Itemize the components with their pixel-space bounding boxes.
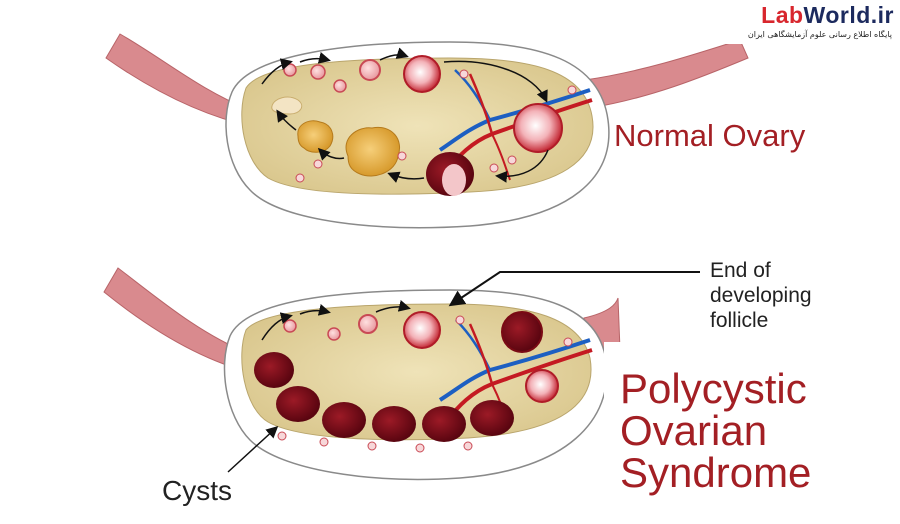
artery-branch (468, 323, 494, 385)
stroma-follicle (489, 163, 499, 173)
follicle-pointer-line (448, 271, 700, 307)
pcos-label: Polycystic Ovarian Syndrome (620, 368, 811, 494)
stroma-follicle (507, 155, 517, 165)
primordial-follicle (283, 319, 297, 333)
arrested-follicle (501, 311, 543, 353)
stroma-follicle (463, 441, 473, 451)
follicle-label-line: developing (710, 284, 812, 307)
ovulation-opening (442, 164, 466, 196)
cycle-arrow (379, 47, 409, 61)
primordial-follicle (283, 63, 297, 77)
cycle-arrow (495, 149, 549, 183)
cyst (322, 402, 366, 438)
stroma-follicle (459, 69, 469, 79)
cyst (254, 352, 294, 388)
pcos-label-line: Polycystic (620, 365, 807, 412)
pcos-label-line: Syndrome (620, 449, 812, 496)
corpus-luteum (297, 120, 334, 153)
cycle-arrow (375, 299, 411, 313)
primordial-follicle (333, 79, 347, 93)
cycle-arrow (261, 312, 293, 341)
cyst (470, 400, 514, 436)
cycle-arrow (261, 58, 293, 85)
cycle-arrow (387, 171, 425, 183)
corpus-albicans (271, 96, 303, 115)
logo-wordmark: LabWorld.ir (761, 2, 894, 29)
growing-follicle (403, 55, 441, 93)
artery (444, 348, 593, 424)
growing-follicle (358, 314, 378, 334)
vein (438, 338, 591, 402)
stroma-follicle (295, 173, 305, 183)
stroma-follicle (397, 151, 407, 161)
logo-tagline: پایگاه اطلاع رسانی علوم آزمایشگاهی ایران (747, 30, 892, 39)
primordial-follicle (327, 327, 341, 341)
corpus-luteum (345, 126, 400, 177)
stroma-follicle (567, 85, 577, 95)
stroma-follicle (455, 315, 465, 325)
cycle-arrow (276, 109, 297, 131)
end-of-developing-follicle-label: End of developing follicle (710, 258, 812, 333)
stroma-follicle (563, 337, 573, 347)
cycle-arrow (299, 51, 331, 64)
arrested-follicle (403, 311, 441, 349)
logo-brand-part1: Lab (761, 2, 804, 28)
growing-follicle (359, 59, 381, 81)
normal-ovary (105, 33, 749, 229)
pcos-ovary (103, 267, 621, 481)
cyst (276, 386, 320, 422)
cysts-pointer-line (227, 425, 279, 473)
stroma-follicle (367, 441, 377, 451)
cycle-arrow (443, 60, 548, 103)
stroma-follicle (277, 431, 287, 441)
normal-ovary-label: Normal Ovary (614, 118, 806, 153)
vein (438, 88, 591, 152)
mature-follicle (513, 103, 563, 153)
pcos-label-line: Ovarian (620, 407, 768, 454)
primordial-follicle (310, 64, 326, 80)
cycle-arrow (299, 303, 331, 316)
stroma-follicle (319, 437, 329, 447)
logo-brand-part2: World.ir (803, 2, 894, 28)
follicle-label-line: End of (710, 259, 771, 282)
title-panel (604, 342, 900, 492)
stroma-follicle (313, 159, 323, 169)
artery-branch (468, 73, 494, 135)
fallopian-tube-right-top (584, 39, 749, 109)
arrested-follicle (525, 369, 559, 403)
stroma-follicle (415, 443, 425, 453)
cysts-label: Cysts (162, 475, 232, 506)
labworld-logo: LabWorld.ir پایگاه اطلاع رسانی علوم آزما… (708, 0, 900, 44)
cycle-arrow (317, 147, 345, 161)
follicle-label-line: follicle (710, 309, 769, 332)
cyst (422, 406, 466, 442)
cyst (372, 406, 416, 442)
